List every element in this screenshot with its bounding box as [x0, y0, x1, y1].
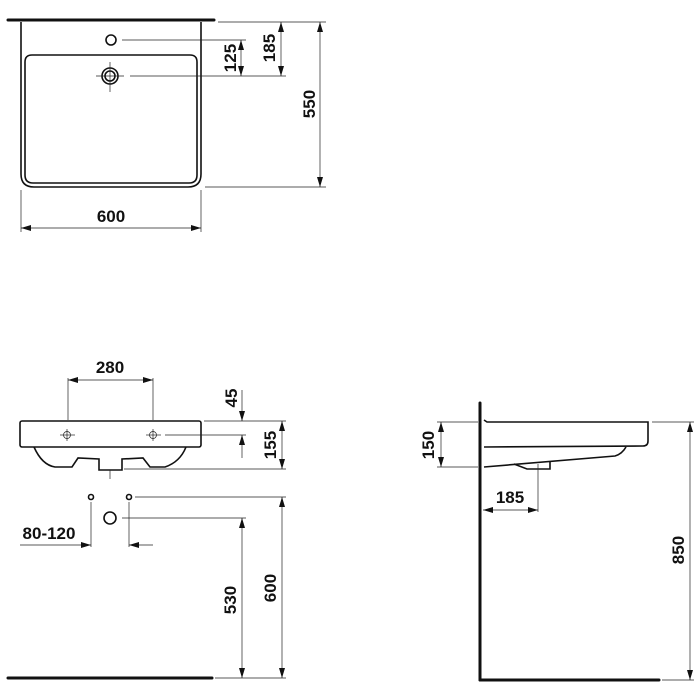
side-view: 150 185 850 — [419, 401, 694, 682]
supply-left-icon — [87, 493, 95, 501]
label-width: 600 — [97, 207, 125, 226]
label-drain-height: 530 — [221, 586, 240, 614]
trap-side — [513, 461, 551, 470]
front-view: 280 45 155 80-120 530 600 — [6, 358, 286, 680]
top-view: 125 185 550 600 — [6, 18, 326, 232]
tap-hole-left-icon — [60, 429, 75, 441]
label-supply-spacing: 80-120 — [23, 524, 76, 543]
label-basin-height: 155 — [261, 431, 280, 459]
supply-right-icon — [125, 493, 133, 501]
label-drain-offset: 125 — [221, 44, 240, 72]
basin-underside — [33, 446, 187, 471]
basin-bowl — [24, 54, 198, 184]
basin-front — [19, 420, 202, 448]
label-basin-thickness: 150 — [419, 431, 438, 459]
basin-side — [483, 419, 649, 448]
basin-underside — [483, 446, 627, 468]
label-tap-offset: 185 — [260, 34, 279, 62]
tap-hole-right-icon — [146, 429, 161, 441]
drain-outlet-icon — [103, 511, 117, 525]
label-supply-height: 600 — [261, 574, 280, 602]
label-tap-spacing: 280 — [96, 358, 124, 377]
label-rim-height: 850 — [669, 536, 688, 564]
label-depth: 550 — [300, 90, 319, 118]
tap-hole-icon — [105, 34, 117, 46]
label-tap-height: 45 — [222, 389, 241, 408]
label-drain-from-wall: 185 — [496, 488, 524, 507]
basin-outline — [20, 22, 202, 188]
